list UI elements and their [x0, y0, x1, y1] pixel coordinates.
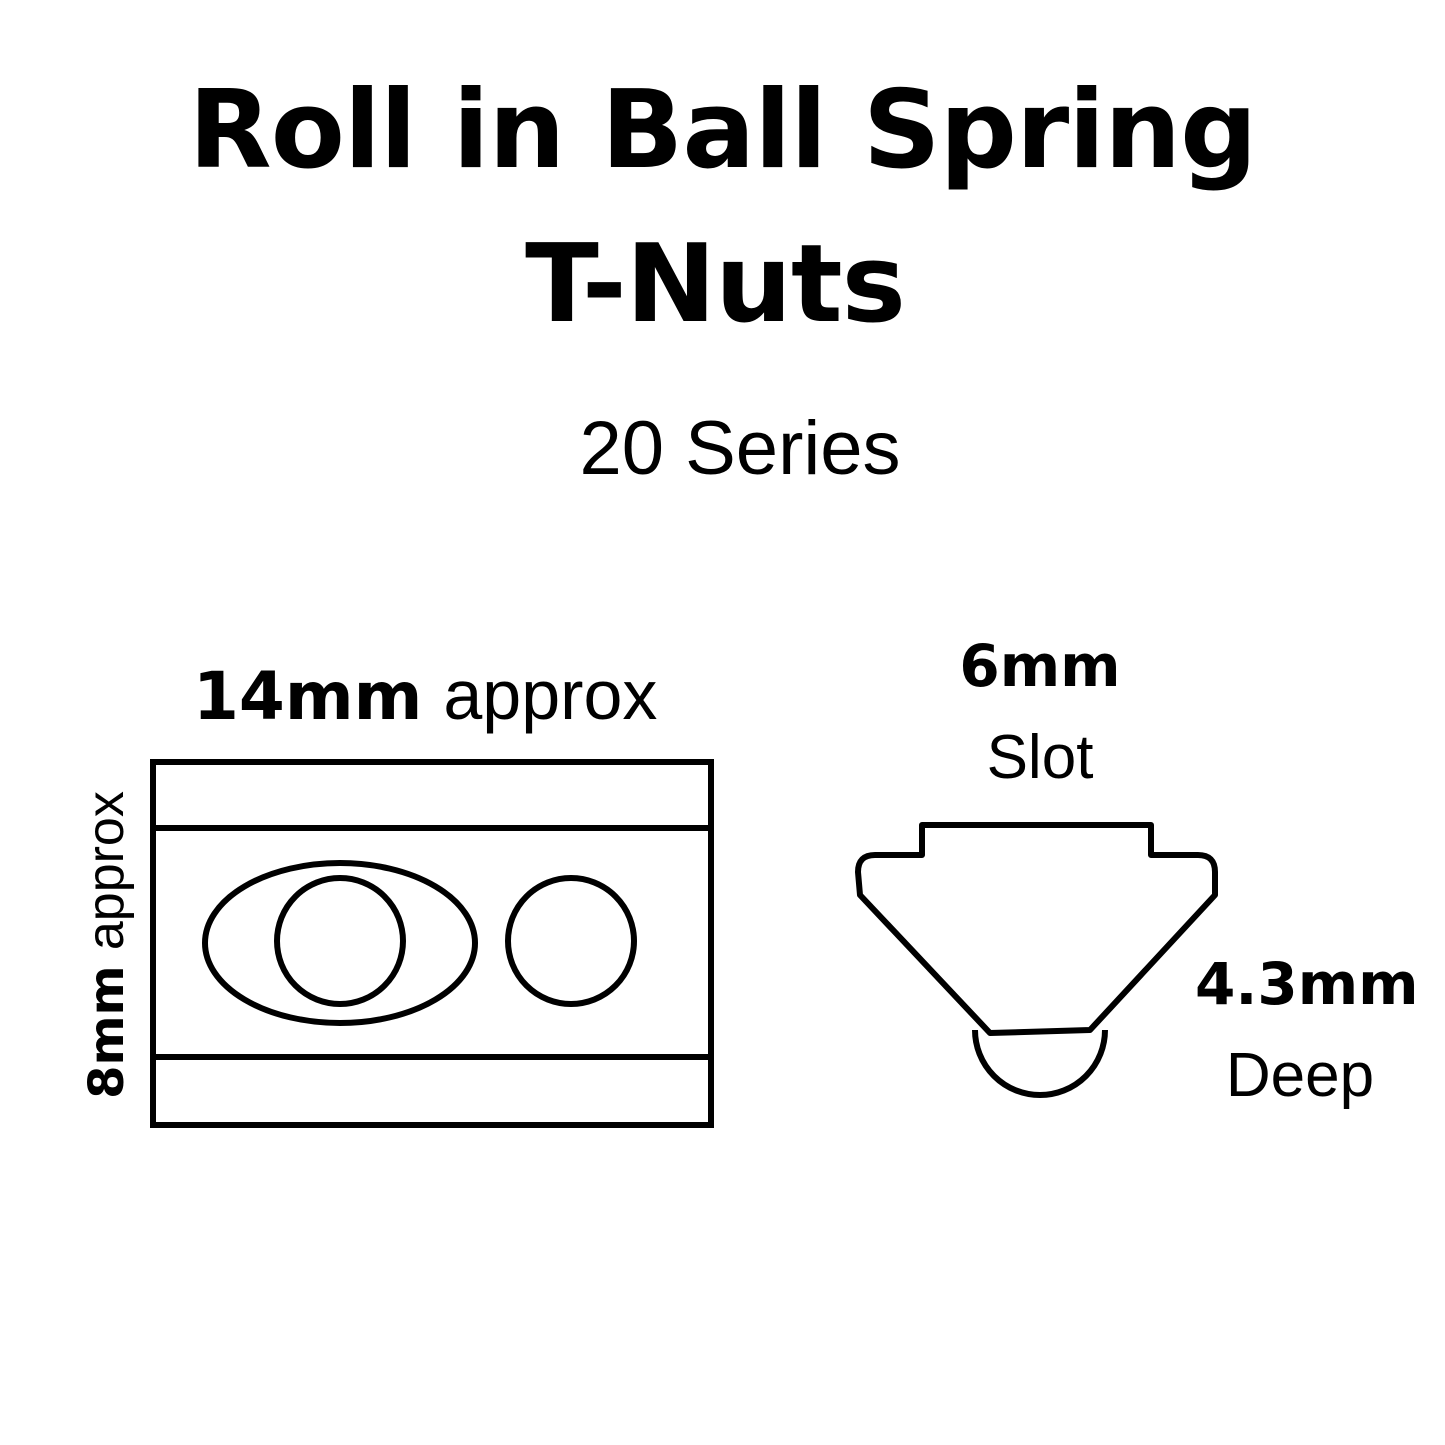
slot-value: 6mm: [959, 632, 1121, 700]
height-dimension: 8mm approx: [76, 791, 136, 1099]
spring-ball-ellipse: [202, 860, 478, 1026]
width-dimension: 14mm approx: [193, 655, 657, 735]
top-view-drawing: [150, 759, 714, 1128]
profile-outline: [855, 822, 1218, 1036]
title-line-2: T-Nuts: [525, 222, 906, 347]
height-label: approx: [77, 791, 135, 951]
nut-outline: [150, 759, 714, 1128]
depth-label: Deep: [1225, 1041, 1375, 1110]
slot-label: Slot: [986, 723, 1094, 792]
spring-ball: [972, 1029, 1108, 1098]
width-value: 14mm: [193, 658, 423, 735]
profile-view-drawing: [855, 822, 1218, 1098]
width-label: approx: [443, 656, 658, 734]
depth-value: 4.3mm: [1195, 950, 1419, 1018]
thread-hole-circle: [505, 875, 637, 1007]
title-line-1: Roll in Ball Spring: [188, 68, 1258, 193]
ball-circle: [274, 875, 406, 1007]
subtitle: 20 Series: [579, 406, 901, 491]
height-value: 8mm: [79, 965, 135, 1099]
